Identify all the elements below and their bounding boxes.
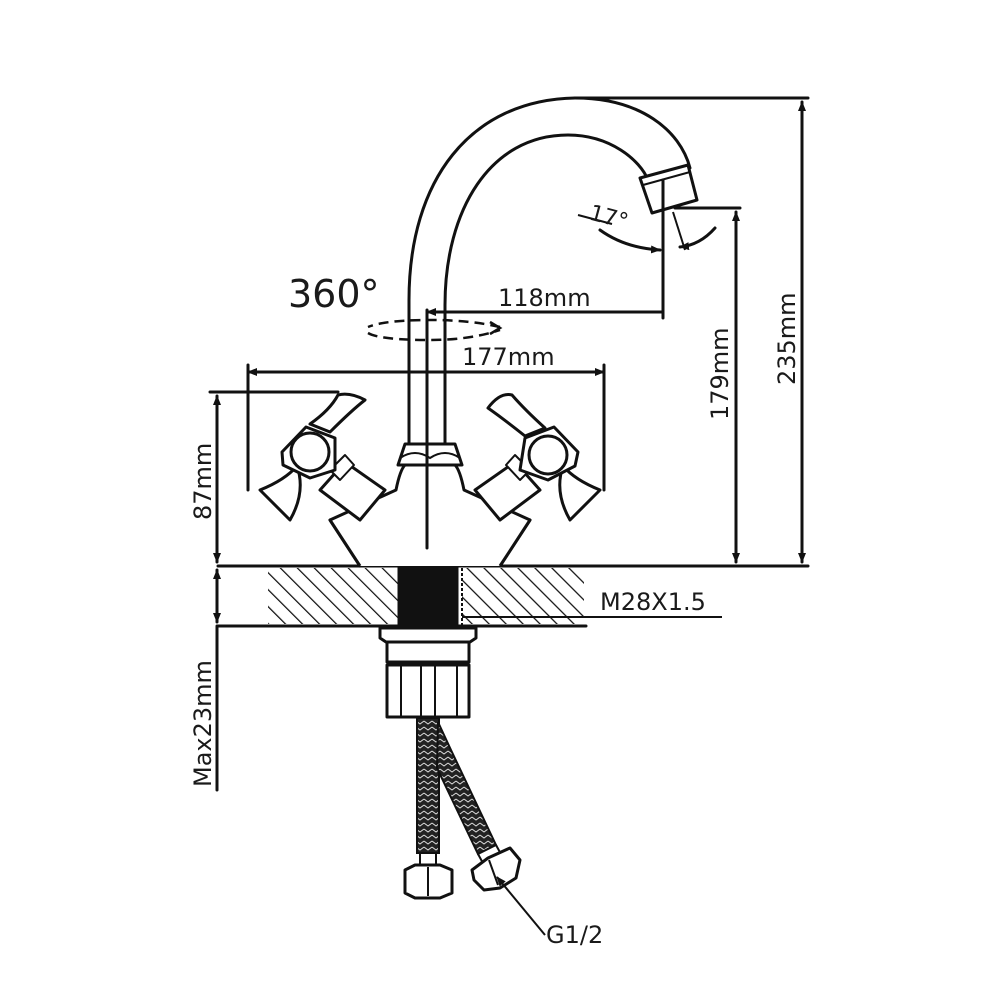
left-lever-upper <box>308 392 367 434</box>
left-handle <box>258 392 387 522</box>
right-cap-circle <box>527 434 569 476</box>
hex-nut-right <box>470 846 522 892</box>
deck-hatch-right <box>462 568 584 624</box>
right-lever-upper <box>486 393 547 438</box>
spout-outer-edge <box>407 96 692 446</box>
right-lever-lower <box>558 464 602 522</box>
tilt-dimension <box>577 211 717 254</box>
hose-connection-label: G1/2 <box>546 921 603 949</box>
thread-label: M28X1.5 <box>600 588 706 616</box>
total-height-dimension <box>573 96 810 564</box>
deck-hatch-left <box>268 568 398 624</box>
span-label: 177mm <box>462 343 555 371</box>
mounting-nut <box>378 626 478 719</box>
deck-thickness-label: Max23mm <box>189 660 217 787</box>
deck-section <box>216 564 810 628</box>
handle-height-dimension <box>208 390 340 564</box>
spout-inner-edge <box>443 133 650 446</box>
spout-collar <box>396 442 464 467</box>
span-dimension <box>246 363 606 492</box>
rotation-label: 360° <box>288 272 380 316</box>
left-lever-lower <box>258 464 302 522</box>
spout <box>407 96 699 446</box>
handle-height-label: 87mm <box>189 443 217 520</box>
right-handle <box>473 393 602 522</box>
left-cap-circle <box>289 431 331 473</box>
rotation-indicator <box>367 318 503 342</box>
tilt-label: 17° <box>587 201 631 235</box>
hose-leader-line <box>496 876 546 936</box>
outlet-height-label: 179mm <box>706 327 734 420</box>
mount-shank <box>397 565 459 627</box>
supply-hose-straight <box>403 717 454 900</box>
faucet-body <box>328 442 532 568</box>
outlet-height-dimension <box>673 206 742 564</box>
aerator <box>638 163 699 215</box>
total-height-label: 235mm <box>773 292 801 385</box>
supply-hose-angled <box>435 721 522 892</box>
reach-label: 118mm <box>498 284 591 312</box>
